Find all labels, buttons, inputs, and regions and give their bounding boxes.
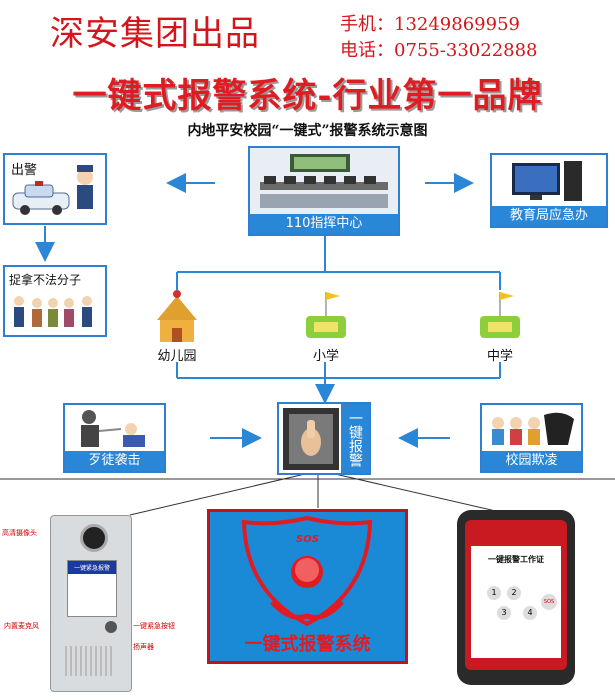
- campus-bullying-node: 校园欺凌: [480, 403, 583, 473]
- education-office-node: 教育局应急办: [490, 153, 608, 228]
- gangster-attack-node: 歹徒袭击: [63, 403, 166, 473]
- primary-school-label: 小学: [312, 349, 339, 364]
- police-car-icon: [12, 165, 93, 215]
- gangster-attack-label: 歹徒袭击: [65, 451, 164, 471]
- sos-caption: 一键式报警系统: [244, 634, 371, 655]
- panel-sticker-text: 一键紧急报警: [68, 561, 116, 574]
- phone-panel: 一键报警工作证 1 2 3 4 SOS: [471, 546, 561, 658]
- mic-callout: 内置麦克风: [4, 622, 39, 630]
- bullying-scene-icon: [492, 412, 574, 445]
- phone-title: 一键报警工作证: [488, 555, 544, 564]
- phone-number: 手机：13249869959: [340, 14, 520, 35]
- alarm-panel-product: 一键紧急报警: [50, 515, 132, 692]
- attack-scene-icon: [81, 410, 145, 447]
- arrest-scene-icon: [14, 296, 92, 327]
- middle-school-icon: [480, 292, 520, 338]
- sos-alarm-product: SOS 一键式报警系统: [207, 509, 408, 664]
- speaker-callout: 扬声器: [133, 643, 154, 651]
- kindergarten-label: 幼儿园: [157, 349, 197, 364]
- middle-school-label: 中学: [486, 349, 513, 364]
- phone-key-1: 1: [487, 586, 501, 600]
- sos-text: SOS: [296, 534, 319, 545]
- camera-icon: [80, 524, 108, 552]
- alarm-device-label: 一键报警: [341, 404, 369, 473]
- command-center-node: 110指挥中心: [248, 146, 400, 236]
- phone-key-3: 3: [497, 606, 511, 620]
- control-room-icon: [250, 148, 398, 216]
- panel-sticker: 一键紧急报警: [67, 560, 117, 617]
- arrest-node: 捉拿不法分子: [3, 265, 107, 337]
- brand-title: 深安集团出品: [50, 14, 260, 54]
- sos-shield-icon: [241, 515, 373, 627]
- arrest-label: 捉拿不法分子: [9, 273, 82, 287]
- phone-key-2: 2: [507, 586, 521, 600]
- button-callout: 一键紧急按钮: [133, 622, 175, 630]
- telephone-number: 电话：0755-33022888: [340, 40, 538, 61]
- education-office-label: 教育局应急办: [492, 206, 606, 226]
- camera-callout: 高清摄像头: [2, 529, 37, 537]
- phone-screen: 一键报警工作证 1 2 3 4 SOS: [465, 520, 567, 670]
- police-dispatch-label: 出警: [11, 163, 38, 178]
- alarm-button-icon: [283, 408, 339, 470]
- campus-bullying-label: 校园欺凌: [482, 451, 581, 471]
- slogan: 一键式报警系统-行业第一品牌: [72, 76, 543, 116]
- diagram-title: 内地平安校园“一键式”报警系统示意图: [187, 123, 428, 139]
- primary-school-icon: [306, 292, 346, 338]
- computer-icon: [512, 161, 582, 201]
- alarm-phone-product: 一键报警工作证 1 2 3 4 SOS: [457, 510, 575, 685]
- phone-sos-key: SOS: [541, 594, 557, 610]
- emergency-button-icon: [105, 621, 117, 633]
- speaker-grille-icon: [65, 646, 115, 676]
- alarm-device-node: 一键报警: [277, 402, 371, 475]
- phone-key-4: 4: [523, 606, 537, 620]
- kindergarten-icon: [157, 290, 197, 342]
- command-center-label: 110指挥中心: [250, 214, 398, 234]
- police-dispatch-node: 出警: [3, 153, 107, 225]
